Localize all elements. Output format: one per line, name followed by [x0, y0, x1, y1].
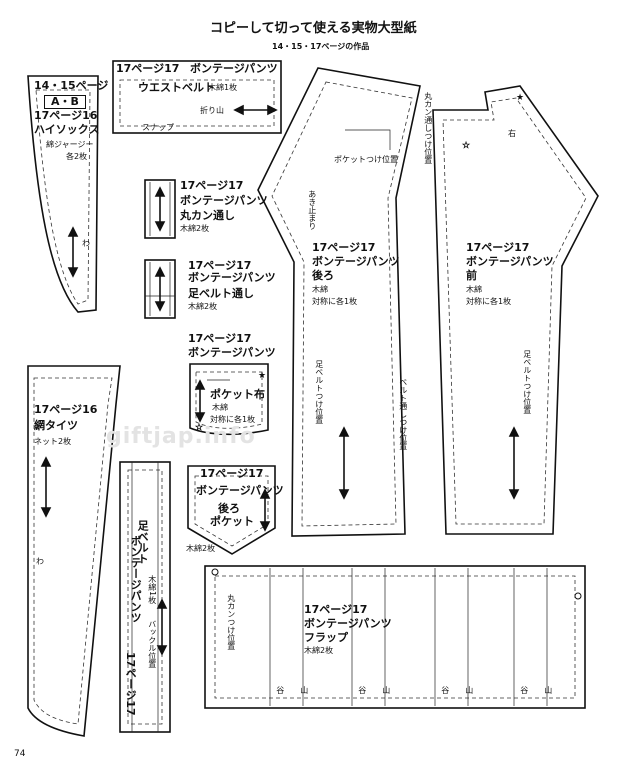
- leg-belt-loop-page: 17ページ17: [188, 259, 252, 272]
- waist-belt-fold: 折り山: [200, 106, 224, 115]
- leg-belt-outline: [119, 461, 171, 733]
- back-pants-leg-belt-pos: 足ベルトつけ位置: [314, 360, 324, 424]
- leg-belt-name: 足ベルト: [136, 520, 150, 564]
- ring-loop-outline: [144, 179, 176, 239]
- waist-belt-title: ボンテージパンツ: [190, 62, 278, 75]
- svg-text:★: ★: [516, 93, 524, 103]
- socks-fold: わ: [82, 239, 90, 248]
- back-pants-page: 17ページ17: [312, 241, 376, 254]
- page-number: 74: [14, 749, 26, 759]
- leg-belt-loop-outline: [144, 259, 176, 319]
- front-pants-material: 木綿: [466, 285, 482, 294]
- back-pants-pocket-pos: ポケットつけ位置: [334, 155, 398, 164]
- tights-material: ネット2枚: [34, 437, 72, 446]
- watermark: giftjap.info: [106, 424, 256, 449]
- flap-fold-label: 谷: [519, 686, 529, 694]
- flap-fold-label: 山: [299, 686, 309, 694]
- back-pants-material: 木綿: [312, 285, 328, 294]
- socks-variant: A・B: [44, 95, 86, 110]
- flap-page: 17ページ17: [304, 603, 368, 616]
- waist-belt-material: 木綿1枚: [208, 83, 238, 92]
- socks-outline: [27, 75, 99, 313]
- back-pants-title: ボンテージパンツ: [312, 255, 400, 268]
- front-pants-count: 対称に各1枚: [466, 297, 512, 306]
- leg-belt-page: 17ページ17: [124, 652, 138, 716]
- front-pants-outline: [432, 85, 599, 535]
- flap-fold-label: 山: [543, 686, 553, 694]
- pocket-cloth-count: 対称に各1枚: [210, 415, 256, 424]
- flap-fold-label: 谷: [440, 686, 450, 694]
- back-pocket-name2: ポケット: [210, 515, 254, 528]
- svg-text:☆: ☆: [195, 423, 203, 433]
- leg-belt-loop-title: ボンテージパンツ: [188, 271, 276, 284]
- front-pants-ring-pos: 丸カン通しつけ位置: [423, 92, 433, 164]
- front-pants-right: 右: [508, 129, 516, 138]
- tights-page: 17ページ16: [34, 403, 98, 416]
- waist-belt-snap: スナップ: [142, 123, 174, 132]
- pocket-cloth-outline: [189, 363, 269, 436]
- front-pants-leg-belt-pos: 足ベルトつけ位置: [522, 350, 532, 414]
- pocket-cloth-material: 木綿: [212, 403, 228, 412]
- socks-name: ハイソックス: [34, 123, 100, 136]
- front-pants-title: ボンテージパンツ: [466, 255, 554, 268]
- page-title: コピーして切って使える実物大型紙: [210, 21, 417, 36]
- back-pocket-title: ボンテージパンツ: [196, 484, 284, 497]
- leg-belt-loop-name: 足ベルト通し: [188, 287, 254, 300]
- back-pocket-name1: 後ろ: [218, 502, 240, 515]
- ring-loop-page: 17ページ17: [180, 179, 244, 192]
- back-pocket-material: 木綿2枚: [186, 544, 216, 553]
- flap-material: 木綿2枚: [304, 646, 334, 655]
- page-subtitle: 14・15・17ページの作品: [272, 42, 370, 51]
- ring-loop-title: ボンテージパンツ: [180, 194, 268, 207]
- flap-name: フラップ: [304, 631, 348, 644]
- leg-belt-material: 木綿1枚: [147, 575, 157, 605]
- back-pants-outline: [257, 67, 421, 537]
- back-pants-count: 対称に各1枚: [312, 297, 358, 306]
- flap-fold-label: 山: [464, 686, 474, 694]
- leg-belt-loop-material: 木綿2枚: [188, 302, 218, 311]
- socks-page: 17ページ16: [34, 109, 98, 122]
- pocket-cloth-page: 17ページ17: [188, 332, 252, 345]
- flap-outline: [204, 565, 586, 709]
- back-pants-belt-loop-pos: ベルト通しつけ位置: [398, 378, 408, 450]
- front-pants-name: 前: [466, 269, 477, 282]
- waist-belt-outline: [112, 60, 282, 134]
- pocket-cloth-title: ボンテージパンツ: [188, 346, 276, 359]
- socks-pages: 14・15ページ: [34, 79, 109, 92]
- leg-belt-buckle: バックル位置: [147, 620, 157, 668]
- tights-name: 網タイツ: [34, 419, 78, 432]
- socks-material: 綿ジャージー: [46, 140, 94, 149]
- ring-loop-material: 木綿2枚: [180, 224, 210, 233]
- back-pocket-page: 17ページ17: [200, 467, 264, 480]
- waist-belt-page: 17ページ17: [116, 62, 180, 75]
- svg-text:☆: ☆: [462, 141, 470, 151]
- flap-fold-label: 谷: [275, 686, 285, 694]
- svg-text:★: ★: [258, 371, 266, 381]
- back-pants-name: 後ろ: [312, 269, 334, 282]
- flap-fold-label: 山: [381, 686, 391, 694]
- ring-loop-name: 丸カン通し: [180, 209, 235, 222]
- tights-outline: [27, 365, 121, 737]
- leg-belt-title: ボンテージパンツ: [129, 535, 143, 623]
- flap-title: ボンテージパンツ: [304, 617, 392, 630]
- pocket-cloth-name: ポケット布: [210, 388, 265, 401]
- tights-fold: わ: [36, 557, 44, 566]
- waist-belt-name: ウエストベルト: [138, 81, 215, 94]
- back-pocket-outline: [187, 465, 276, 555]
- flap-fold-label: 谷: [357, 686, 367, 694]
- socks-count: 各2枚: [66, 152, 88, 161]
- flap-ring-pos: 丸カンつけ位置: [226, 594, 236, 650]
- back-pants-opening: あき止まり: [307, 190, 317, 230]
- front-pants-page: 17ページ17: [466, 241, 530, 254]
